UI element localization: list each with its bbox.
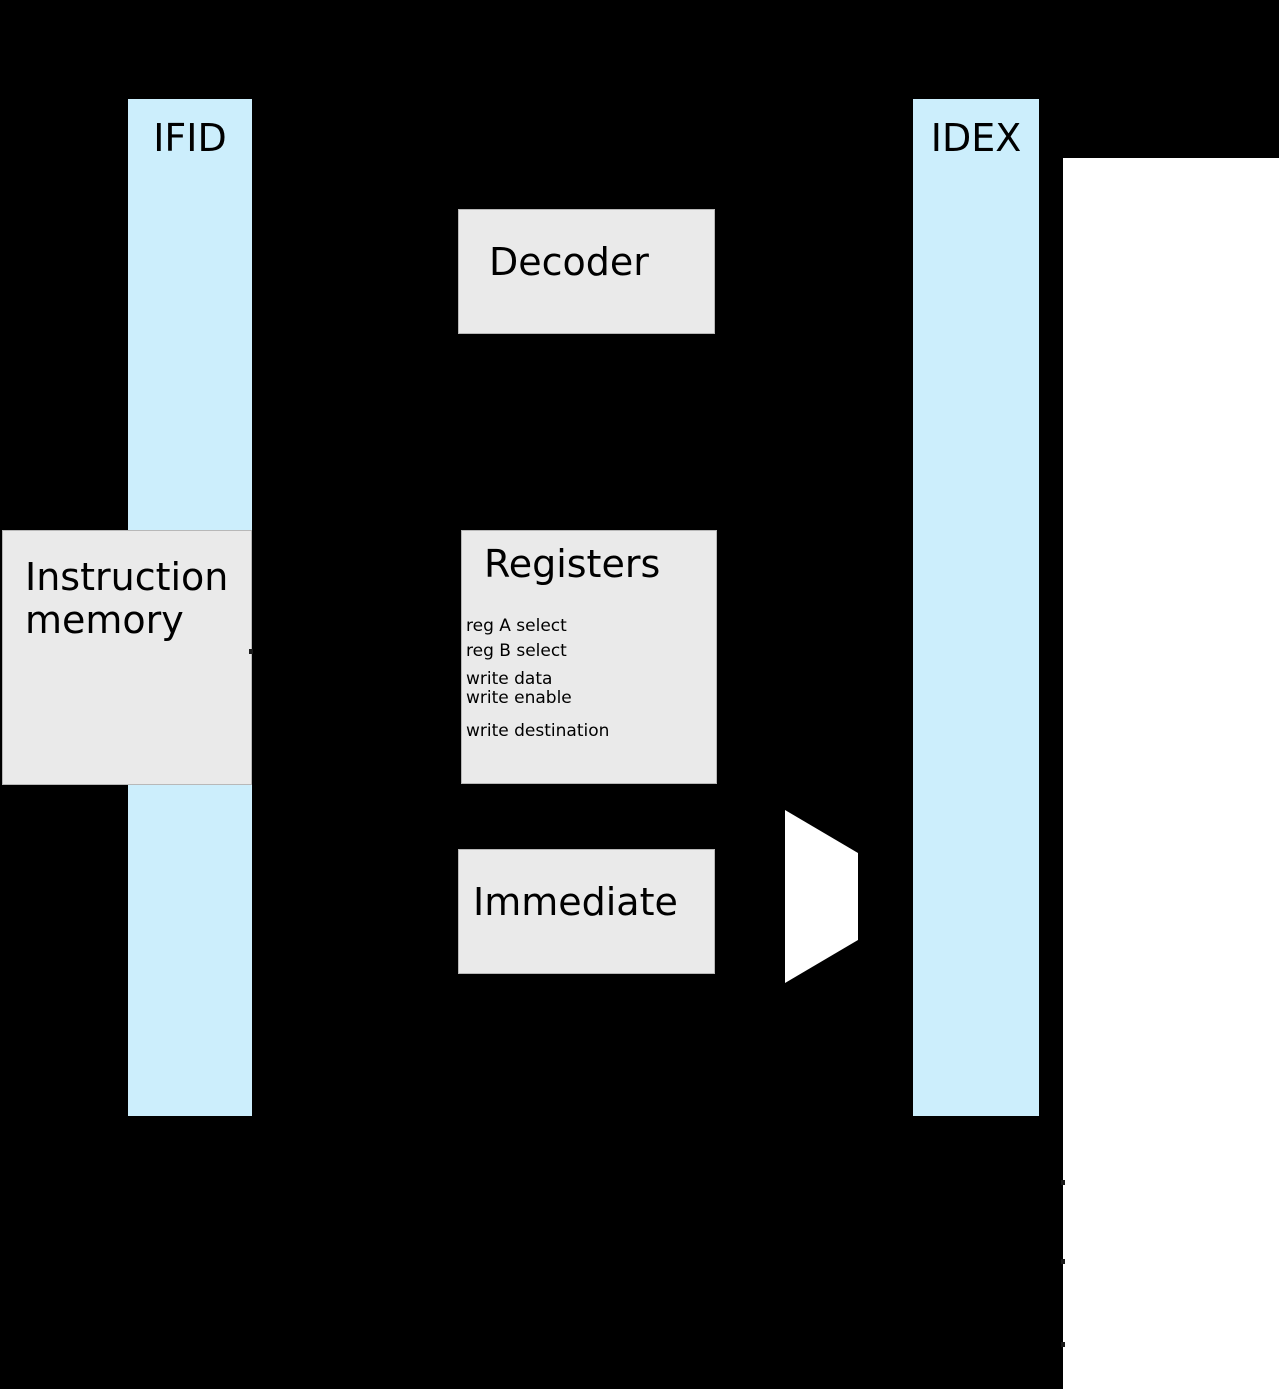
multiplexer-shape[interactable] — [780, 805, 865, 990]
panel-port-tick-3 — [1061, 1342, 1065, 1347]
registers-port-reg-a-select: reg A select — [466, 616, 567, 636]
decoder-label: Decoder — [489, 240, 649, 284]
registers-label: Registers — [484, 542, 661, 586]
registers-port-write-enable: write enable — [466, 688, 572, 708]
registers-block[interactable]: Registers reg A select reg B select writ… — [461, 530, 717, 784]
panel-port-tick-1 — [1061, 1180, 1065, 1185]
instruction-memory-label: Instruction memory — [25, 555, 229, 642]
immediate-label: Immediate — [473, 880, 678, 924]
instruction-memory-output-port-tick — [249, 649, 253, 654]
pipeline-register-ifid-label: IFID — [153, 116, 227, 160]
immediate-block[interactable]: Immediate — [458, 849, 715, 974]
instruction-memory-block[interactable]: Instruction memory — [2, 530, 252, 785]
right-white-panel — [1063, 158, 1279, 1389]
registers-port-reg-b-select: reg B select — [466, 641, 567, 661]
registers-port-write-destination: write destination — [466, 721, 610, 741]
pipeline-register-idex-label: IDEX — [930, 116, 1022, 160]
panel-port-tick-2 — [1061, 1259, 1065, 1264]
registers-port-write-data: write data — [466, 669, 553, 689]
decoder-block[interactable]: Decoder — [458, 209, 715, 334]
pipeline-register-idex[interactable]: IDEX — [913, 99, 1039, 1116]
